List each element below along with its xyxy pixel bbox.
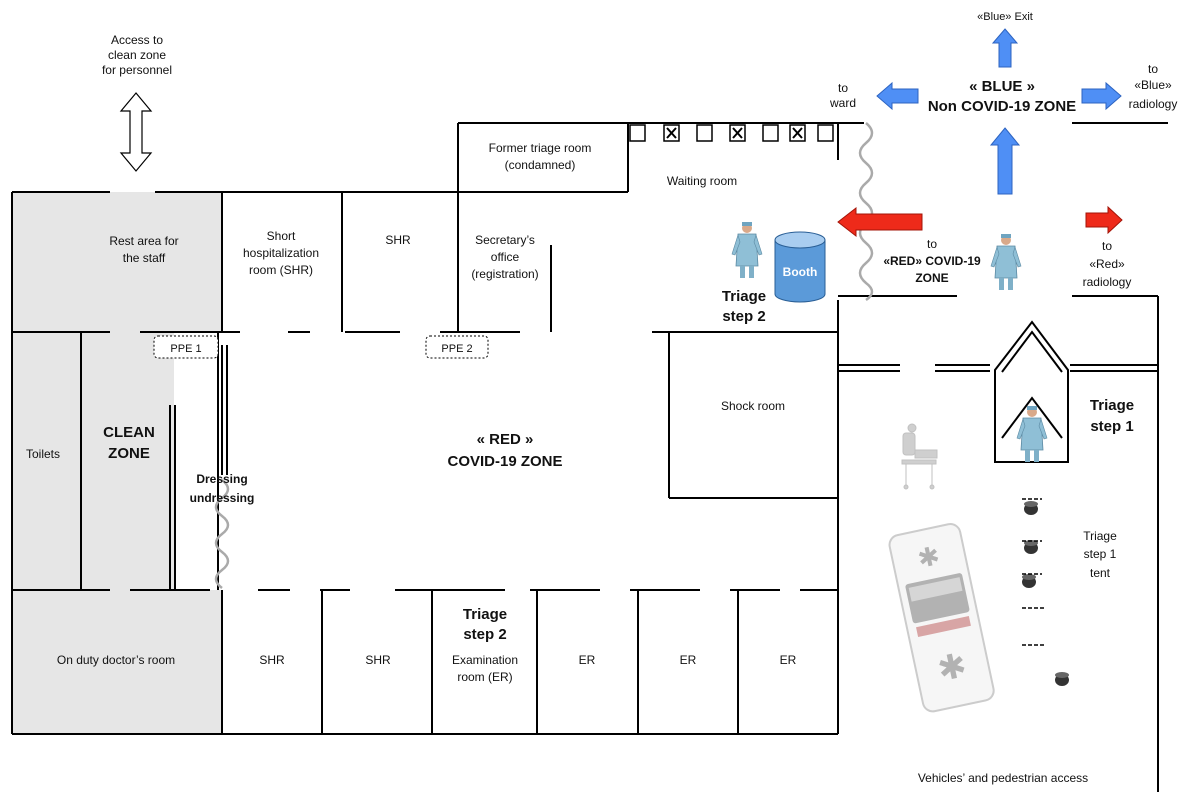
clean-zone-title: CLEAN (103, 424, 155, 441)
shr-top-label: SHR (385, 233, 411, 247)
examination-room-label: room (ER) (457, 670, 512, 684)
triage-step-2-bottom-label: step 2 (463, 626, 506, 643)
short-hospitalization-label: room (SHR) (249, 263, 313, 277)
to-red-radiology-arrow-icon (1085, 205, 1123, 235)
booth-icon (774, 231, 826, 303)
booth-label: Booth (783, 265, 818, 279)
secretary-office-label: Secretary’s (475, 233, 535, 247)
access-clean-zone-label: for personnel (102, 63, 172, 77)
to-red-zone-label: ZONE (915, 271, 948, 285)
on-duty-room-fill (12, 590, 222, 734)
blue-exit-arrow-icon (991, 28, 1019, 68)
to-ward-arrow-icon (876, 81, 919, 111)
red-zone-title: COVID-19 ZONE (447, 453, 562, 470)
vehicles-access-label: Vehicles’ and pedestrian access (918, 771, 1088, 785)
waiting-chair-icon (1022, 574, 1036, 588)
double-partitions (169, 345, 1158, 590)
ppe-2-label: PPE 2 (441, 343, 472, 355)
blue-arrows (876, 28, 1122, 195)
rest-area-label: the staff (123, 251, 166, 265)
triage-step-1-label: Triage (1090, 397, 1134, 414)
access-clean-zone-label: clean zone (108, 48, 166, 62)
red-arrows (837, 205, 1123, 238)
to-blue-radiology-arrow-icon (1081, 81, 1122, 111)
triage-step-2-top-label: Triage (722, 288, 766, 305)
shock-room-label: Shock room (721, 399, 785, 413)
waiting-chair-icon (1024, 540, 1038, 554)
ambulance-icon: ✱ ✱ (888, 523, 995, 713)
up-arrow-icon (989, 127, 1021, 195)
triage-step-1-label: step 1 (1090, 418, 1133, 435)
to-ward-label: to (838, 81, 848, 95)
to-blue-radiology-label: «Blue» (1134, 78, 1172, 92)
ppe-2-box (425, 335, 489, 359)
shr-bottom-label: SHR (365, 653, 391, 667)
clean-zone-title: ZONE (108, 445, 150, 462)
stretcher-icon (901, 423, 938, 490)
on-duty-room-label: On duty doctor’s room (57, 653, 175, 667)
medical-staff-icon (731, 221, 763, 279)
short-hospitalization-label: hospitalization (243, 246, 319, 260)
to-ward-label: ward (829, 96, 856, 110)
to-red-zone-label: «RED» COVID-19 (883, 254, 981, 268)
toilets-label: Toilets (26, 447, 60, 461)
queue-chairs (1022, 498, 1069, 686)
chair-icon (629, 124, 646, 142)
shr-bottom-label: SHR (259, 653, 285, 667)
tent-label: Triage (1083, 529, 1117, 543)
dressing-label: Dressing (196, 472, 247, 486)
waiting-chair-icon (1055, 672, 1069, 686)
er-label: ER (780, 653, 797, 667)
medical-staff-icon (1016, 405, 1048, 463)
triage-step-2-bottom-label: Triage (463, 606, 507, 623)
dressing-label: undressing (190, 491, 255, 505)
waiting-room-label: Waiting room (667, 174, 737, 188)
former-triage-label: Former triage room (489, 141, 592, 155)
blue-exit-label: «Blue» Exit (977, 11, 1033, 23)
medical-staff-icon (990, 233, 1022, 291)
double-headed-arrow-icon (119, 92, 153, 172)
ppe-1-box (153, 335, 219, 359)
blue-zone-title: Non COVID-19 ZONE (928, 98, 1076, 115)
access-clean-zone-label: Access to (111, 33, 163, 47)
chair-icon (696, 124, 713, 142)
to-red-radiology-label: «Red» (1089, 257, 1125, 271)
to-red-zone-label: to (927, 237, 937, 251)
to-blue-radiology-label: to (1148, 62, 1158, 76)
short-hospitalization-label: Short (267, 229, 296, 243)
former-triage-label: (condamned) (505, 158, 576, 172)
waiting-chair-icon (1024, 501, 1038, 515)
curtain-entrance (858, 122, 874, 302)
to-blue-radiology-label: radiology (1129, 97, 1178, 111)
walls (11, 122, 1168, 792)
chair-icon (762, 124, 779, 142)
er-label: ER (680, 653, 697, 667)
secretary-office-label: (registration) (471, 267, 538, 281)
secretary-office-label: office (491, 250, 520, 264)
er-label: ER (579, 653, 596, 667)
tent-label: tent (1090, 566, 1111, 580)
blue-zone-title: « BLUE » (969, 78, 1035, 95)
triage-step-2-top-label: step 2 (722, 308, 765, 325)
waiting-chairs (629, 124, 834, 142)
to-red-radiology-label: radiology (1083, 275, 1132, 289)
curtain-dressing (214, 479, 230, 589)
clean-zone-fill (12, 332, 174, 590)
chair-icon (817, 124, 834, 142)
rest-area-fill (12, 192, 222, 332)
ppe-1-label: PPE 1 (170, 343, 201, 355)
to-red-zone-arrow-icon (837, 206, 923, 238)
tent-label: step 1 (1084, 547, 1117, 561)
examination-room-label: Examination (452, 653, 518, 667)
red-zone-title: « RED » (477, 431, 534, 448)
triage-step-1-booth (994, 320, 1069, 463)
to-red-radiology-label: to (1102, 239, 1112, 253)
rest-area-label: Rest area for (109, 234, 178, 248)
